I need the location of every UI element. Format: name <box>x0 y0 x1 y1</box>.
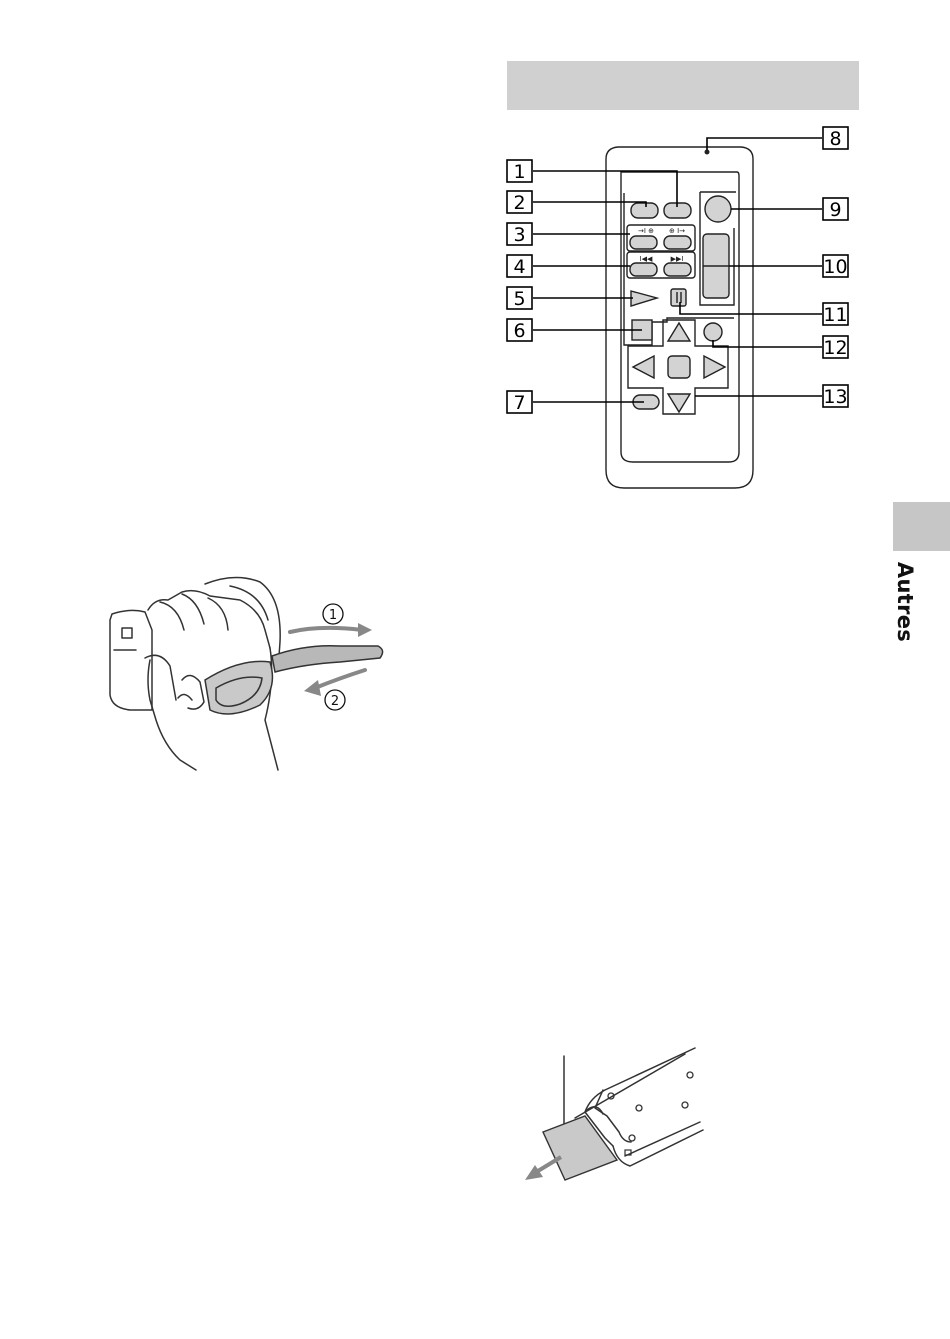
remote-dpad-down[interactable] <box>668 394 690 412</box>
svg-text:13: 13 <box>823 386 847 408</box>
callout-5: 5 <box>506 286 533 310</box>
callout-11: 11 <box>822 302 849 326</box>
remote-dpad-right[interactable] <box>704 356 725 378</box>
svg-text:2: 2 <box>513 192 525 214</box>
remote-btn-5[interactable] <box>631 291 657 306</box>
remote-glyph-4b: ▶▶I <box>671 255 684 263</box>
callout-3: 3 <box>506 222 533 246</box>
remote-buttons: →I ⊕ ⊕ I→ I◀◀ ▶▶I <box>627 150 731 413</box>
remote-glyph-3b: ⊕ I→ <box>669 227 685 235</box>
remote-insulation-sheet-illustration <box>515 1050 715 1190</box>
callout-7: 7 <box>506 390 533 414</box>
callout-13: 13 <box>822 384 849 408</box>
svg-text:11: 11 <box>823 304 847 326</box>
remote-btn-12[interactable] <box>704 323 722 341</box>
remote-btn-4a[interactable] <box>630 263 657 276</box>
callout-2: 2 <box>506 190 533 214</box>
callout-10: 10 <box>822 254 849 278</box>
callout-9: 9 <box>822 197 849 221</box>
remote-btn-4b[interactable] <box>664 263 691 276</box>
svg-text:10: 10 <box>823 256 847 278</box>
svg-text:8: 8 <box>829 128 841 150</box>
strap-step-2: 2 <box>331 694 339 709</box>
svg-text:4: 4 <box>513 256 525 278</box>
callout-12: 12 <box>822 335 849 359</box>
svg-text:7: 7 <box>513 392 525 414</box>
svg-text:12: 12 <box>823 337 847 359</box>
remote-dpad-up[interactable] <box>668 323 690 341</box>
remote-btn-2[interactable] <box>631 203 658 218</box>
grip-strap-illustration: 1 2 <box>100 570 390 775</box>
callout-6: 6 <box>506 318 533 342</box>
remote-btn-9[interactable] <box>705 196 731 222</box>
svg-text:1: 1 <box>513 161 525 183</box>
remote-glyph-4a: I◀◀ <box>640 255 653 263</box>
remote-dpad-left[interactable] <box>633 356 654 378</box>
callout-1: 1 <box>506 159 533 183</box>
remote-btn-11[interactable] <box>671 289 686 306</box>
remote-btn-3a[interactable] <box>630 236 657 249</box>
svg-text:3: 3 <box>513 224 525 246</box>
callout-4: 4 <box>506 254 533 278</box>
remote-body <box>606 147 753 488</box>
strap-step-1: 1 <box>329 608 337 623</box>
svg-text:6: 6 <box>513 320 525 342</box>
svg-text:9: 9 <box>829 199 841 221</box>
callout-8: 8 <box>822 126 849 150</box>
remote-glyph-3a: →I ⊕ <box>638 227 654 235</box>
svg-text:5: 5 <box>513 288 525 310</box>
remote-btn-3b[interactable] <box>664 236 691 249</box>
remote-dpad-center[interactable] <box>668 356 690 378</box>
